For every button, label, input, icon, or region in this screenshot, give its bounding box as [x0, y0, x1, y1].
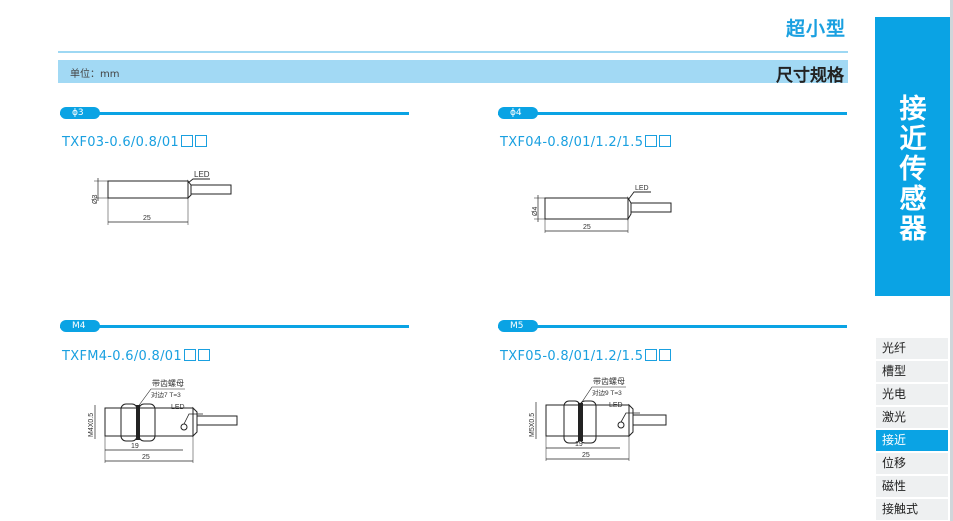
- option-box: [645, 349, 658, 361]
- nut-spec-label: 对边7 T=3: [151, 390, 181, 399]
- size-tag: M5: [498, 320, 538, 332]
- nut-spec-label: 对边9 T=3: [592, 388, 622, 397]
- size-tag: ϕ4: [498, 107, 538, 119]
- category-title: 超小型: [785, 18, 846, 40]
- length-label: 25: [582, 452, 590, 459]
- section-line: [60, 325, 409, 328]
- size-tag: ϕ3: [60, 107, 100, 119]
- nav-item-photoelectric[interactable]: 光电: [876, 384, 948, 405]
- page-edge: [950, 0, 953, 521]
- model-name: TXF03-0.6/0.8/01: [62, 135, 208, 150]
- option-box: [645, 135, 658, 147]
- section-line: [498, 112, 847, 115]
- unit-label: 单位：mm: [70, 69, 120, 80]
- thread-label: M5X0.5: [529, 413, 536, 437]
- model-text: TXFM4-0.6/0.8/01: [62, 349, 182, 364]
- option-box: [195, 135, 208, 147]
- led-label: LED: [194, 170, 210, 179]
- side-category-title: 接近传感器: [899, 94, 927, 245]
- option-box: [181, 135, 194, 147]
- model-text: TXF03-0.6/0.8/01: [62, 135, 180, 150]
- led-label: LED: [635, 185, 649, 192]
- model-name: TXF05-0.8/01/1.2/1.5: [500, 349, 672, 364]
- model-text: TXF04-0.8/01/1.2/1.5: [500, 135, 644, 150]
- length-label: 25: [583, 224, 591, 231]
- thread-label: M4X0.5: [88, 413, 95, 437]
- thread-length-label: 19: [131, 443, 139, 450]
- section-title: 尺寸规格: [776, 66, 844, 86]
- size-tag: M4: [60, 320, 100, 332]
- section-line: [60, 112, 409, 115]
- unit-bar: 单位：mm 尺寸规格: [58, 60, 848, 86]
- led-label: LED: [609, 402, 623, 409]
- nav-item-magnetic[interactable]: 磁性: [876, 476, 948, 497]
- option-box: [659, 135, 672, 147]
- led-label: LED: [171, 404, 185, 411]
- model-name: TXF04-0.8/01/1.2/1.5: [500, 135, 672, 150]
- nav-item-fiber[interactable]: 光纤: [876, 338, 948, 359]
- nut-label: 带齿螺母: [152, 378, 184, 388]
- model-name: TXFM4-0.6/0.8/01: [62, 349, 210, 364]
- category-nav: 光纤 槽型 光电 激光 接近 位移 磁性 接触式: [876, 338, 948, 521]
- nav-item-slot[interactable]: 槽型: [876, 361, 948, 382]
- diameter-label: Ø4: [532, 207, 539, 216]
- length-label: 25: [142, 454, 150, 461]
- nav-item-displacement[interactable]: 位移: [876, 453, 948, 474]
- model-text: TXF05-0.8/01/1.2/1.5: [500, 349, 644, 364]
- dimension-drawing: M4X0.5 19 25 带齿螺母 对边7 T=3 LED: [88, 378, 238, 463]
- dimension-drawing: Ø3 25 LED: [92, 170, 232, 225]
- diameter-label: Ø3: [92, 195, 99, 204]
- nav-item-contact[interactable]: 接触式: [876, 499, 948, 520]
- nut-label: 带齿螺母: [593, 376, 625, 386]
- option-box: [183, 349, 196, 361]
- nav-item-laser[interactable]: 激光: [876, 407, 948, 428]
- option-box: [659, 349, 672, 361]
- nav-item-proximity[interactable]: 接近: [876, 430, 948, 451]
- section-line: [498, 325, 847, 328]
- divider: [58, 51, 848, 53]
- dimension-drawing: M5X0.5 19 25 带齿螺母 对边9 T=3 LED: [529, 376, 667, 461]
- side-category-tab: 接近传感器: [875, 17, 951, 296]
- length-label: 25: [143, 215, 151, 222]
- dimension-drawing: Ø4 25 LED: [532, 185, 672, 233]
- thread-length-label: 19: [575, 441, 583, 448]
- option-box: [197, 349, 210, 361]
